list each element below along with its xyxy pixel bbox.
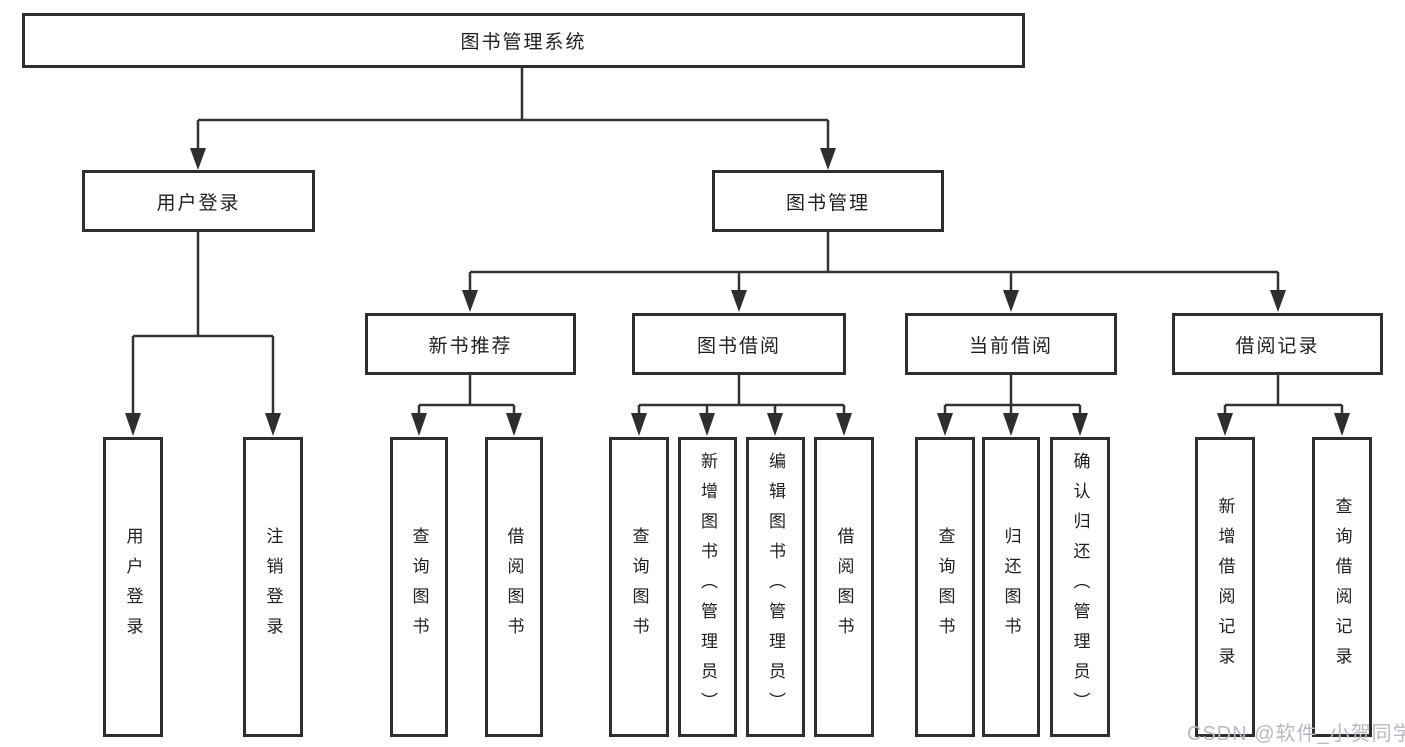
node-borrowing-records: 借阅记录 — [1172, 313, 1383, 375]
node-root-label: 图书管理系统 — [460, 32, 587, 53]
node-user-login: 用户登录 — [82, 170, 315, 232]
leaf-add-books-admin: 新增图书（管理员） — [678, 437, 737, 737]
leaf-edit-books-admin-label: 编辑图书（管理员） — [766, 452, 785, 722]
leaf-logout-login: 注销登录 — [243, 437, 303, 737]
leaf-logout-login-label: 注销登录 — [263, 527, 283, 647]
node-book-borrowing-label: 图书借阅 — [696, 335, 781, 357]
leaf-borrow-books-recommend: 借阅图书 — [485, 437, 543, 737]
leaf-query-books-borrowing: 查询图书 — [609, 437, 669, 737]
leaf-user-login-label: 用户登录 — [123, 527, 143, 647]
leaf-edit-books-admin: 编辑图书（管理员） — [746, 437, 805, 737]
leaf-confirm-return-admin-label: 确认归还（管理员） — [1070, 452, 1090, 722]
leaf-query-books-recommend-label: 查询图书 — [409, 527, 429, 647]
node-borrowing-records-label: 借阅记录 — [1235, 335, 1320, 357]
leaf-return-books-label: 归还图书 — [1001, 527, 1021, 647]
node-current-borrowing-label: 当前借阅 — [968, 335, 1053, 357]
node-new-book-recommendation-label: 新书推荐 — [428, 335, 513, 357]
leaf-query-books-borrowing-label: 查询图书 — [629, 527, 649, 647]
node-new-book-recommendation: 新书推荐 — [365, 313, 576, 375]
leaf-query-books-current-label: 查询图书 — [935, 527, 955, 647]
leaf-add-books-admin-label: 新增图书（管理员） — [698, 452, 717, 722]
leaf-confirm-return-admin: 确认归还（管理员） — [1050, 437, 1110, 737]
leaf-query-books-current: 查询图书 — [915, 437, 975, 737]
leaf-return-books: 归还图书 — [982, 437, 1040, 737]
node-user-login-label: 用户登录 — [156, 192, 241, 214]
leaf-borrow-books-recommend-label: 借阅图书 — [504, 527, 524, 647]
node-book-management-label: 图书管理 — [785, 192, 870, 214]
node-root: 图书管理系统 — [22, 13, 1025, 68]
leaf-add-borrow-record-label: 新增借阅记录 — [1215, 497, 1235, 677]
leaf-add-borrow-record: 新增借阅记录 — [1195, 437, 1255, 737]
leaf-borrow-books-borrowing: 借阅图书 — [814, 437, 874, 737]
leaf-borrow-books-borrowing-label: 借阅图书 — [834, 527, 854, 647]
leaf-query-borrow-record: 查询借阅记录 — [1312, 437, 1372, 737]
leaf-query-books-recommend: 查询图书 — [390, 437, 448, 737]
node-book-borrowing: 图书借阅 — [632, 313, 846, 375]
watermark-text: CSDN @软件_小贺同学 — [1187, 723, 1405, 745]
leaf-query-borrow-record-label: 查询借阅记录 — [1332, 497, 1352, 677]
node-current-borrowing: 当前借阅 — [905, 313, 1117, 375]
leaf-user-login: 用户登录 — [103, 437, 163, 737]
node-book-management: 图书管理 — [712, 170, 944, 232]
